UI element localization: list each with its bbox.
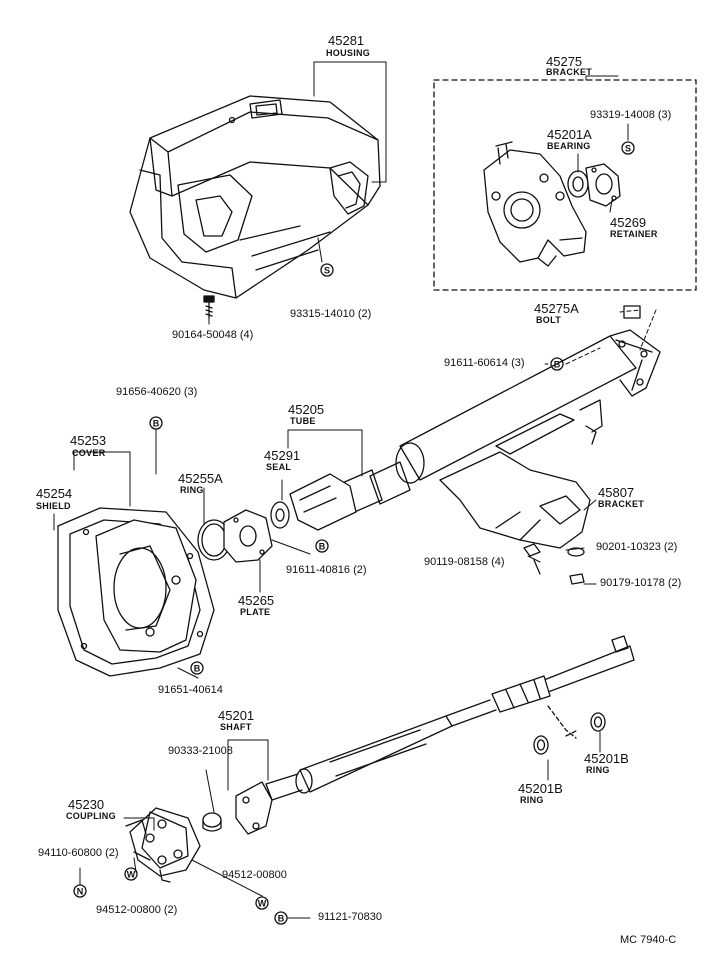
code-94512b: 94512-00800 (2) <box>96 904 178 916</box>
code-94110: 94110-60800 (2) <box>38 847 119 859</box>
ring-b1-number: 45201B <box>518 781 563 796</box>
bracket-mid-name: BRACKET <box>598 499 645 509</box>
bolt-45275A <box>623 305 641 319</box>
svg-text:B: B <box>554 360 561 370</box>
housing-number: 45281 <box>328 33 365 48</box>
ring-a-number: 45255A <box>178 471 223 486</box>
cap-90333-drawing <box>202 812 222 832</box>
b-marker-3 <box>315 539 329 553</box>
seal-45291-drawing <box>270 473 357 531</box>
svg-text:B: B <box>194 664 201 674</box>
code-91121: 91121-70830 <box>318 911 383 923</box>
bearing-45201A-drawing <box>567 170 589 198</box>
retainer-45269-drawing <box>585 163 621 207</box>
w-marker-2 <box>255 896 269 910</box>
b-marker-1 <box>550 357 564 371</box>
svg-text:S: S <box>324 266 330 276</box>
coupling-number: 45230 <box>68 797 105 812</box>
coupling-name: COUPLING <box>66 811 116 821</box>
clip <box>585 425 597 445</box>
figure-code: MC 7940-C <box>620 934 677 946</box>
w-marker-1 <box>124 867 138 881</box>
cover-45253-drawing <box>95 519 197 653</box>
s-marker-2 <box>621 141 635 155</box>
ring-b2-name: RING <box>586 765 610 775</box>
tube-number: 45205 <box>288 402 325 417</box>
svg-text:W: W <box>127 870 136 880</box>
b-marker-5 <box>274 911 288 925</box>
bracket-45275-drawing <box>483 141 587 267</box>
ring-a-name: RING <box>180 485 204 495</box>
shaft-number: 45201 <box>218 708 255 723</box>
b-marker-4 <box>190 661 204 675</box>
bolt-90119 <box>523 543 541 557</box>
seal-number: 45291 <box>264 448 301 463</box>
bracket-group-box <box>433 79 697 291</box>
coupling-45230-drawing <box>125 807 201 883</box>
bolt-name: BOLT <box>536 315 562 325</box>
housing-name: HOUSING <box>326 48 371 58</box>
code-91611b: 91611-40816 (2) <box>286 564 367 576</box>
code-91611a: 91611-60614 (3) <box>444 357 525 369</box>
shaft-name: SHAFT <box>220 722 252 732</box>
bracket-45807-drawing <box>439 451 591 549</box>
code-94512a: 94512-00800 <box>222 869 287 881</box>
bearing-name: BEARING <box>547 141 591 151</box>
nut-90179 <box>569 573 585 585</box>
cover-number: 45253 <box>70 433 107 448</box>
bracket-mid-number: 45807 <box>598 485 635 500</box>
bracket-top-number: 45275 <box>546 54 583 69</box>
code-90164: 90164-50048 (4) <box>172 329 254 341</box>
plate-45265-drawing <box>223 509 273 563</box>
svg-text:B: B <box>319 542 326 552</box>
housing-drawing <box>129 95 381 299</box>
svg-text:B: B <box>278 914 285 924</box>
retainer-number: 45269 <box>610 215 647 230</box>
svg-text:N: N <box>77 887 84 897</box>
ring-45201B-left <box>533 735 549 755</box>
washer-90201 <box>567 547 585 557</box>
bolt-number: 45275A <box>534 301 579 316</box>
cover-name: COVER <box>72 448 106 458</box>
ring-45201B-right <box>590 712 606 732</box>
shaft-45201-drawing <box>235 635 635 835</box>
retainer-name: RETAINER <box>610 229 658 239</box>
plate-name: PLATE <box>240 607 271 617</box>
code-91656: 91656-40620 (3) <box>116 386 198 398</box>
plate-number: 45265 <box>238 593 275 608</box>
shield-name: SHIELD <box>36 501 71 511</box>
shield-number: 45254 <box>36 486 73 501</box>
symbol-letters: S S B B B B W W N B <box>77 144 631 924</box>
code-93319: 93319-14008 (3) <box>590 109 672 121</box>
code-90179: 90179-10178 (2) <box>600 577 682 589</box>
code-90119: 90119-08158 (4) <box>424 556 505 568</box>
code-90201: 90201-10323 (2) <box>596 541 678 553</box>
leader-lines <box>53 61 657 919</box>
b-marker-2 <box>149 416 163 430</box>
screw-90164 <box>203 295 215 319</box>
code-93315: 93315-14010 (2) <box>290 308 372 320</box>
seal-name: SEAL <box>266 462 292 472</box>
svg-text:S: S <box>625 144 631 154</box>
code-90333: 90333-21008 <box>168 745 233 757</box>
bracket-top-name: BRACKET <box>546 67 593 77</box>
bearing-number: 45201A <box>547 127 592 142</box>
n-marker <box>73 884 87 898</box>
s-marker-1 <box>320 263 334 277</box>
svg-text:W: W <box>258 899 267 909</box>
tube-name: TUBE <box>290 416 316 426</box>
svg-text:B: B <box>153 419 160 429</box>
ring-b2-number: 45201B <box>584 751 629 766</box>
code-91651: 91651-40614 <box>158 684 223 696</box>
ring-b1-name: RING <box>520 795 544 805</box>
